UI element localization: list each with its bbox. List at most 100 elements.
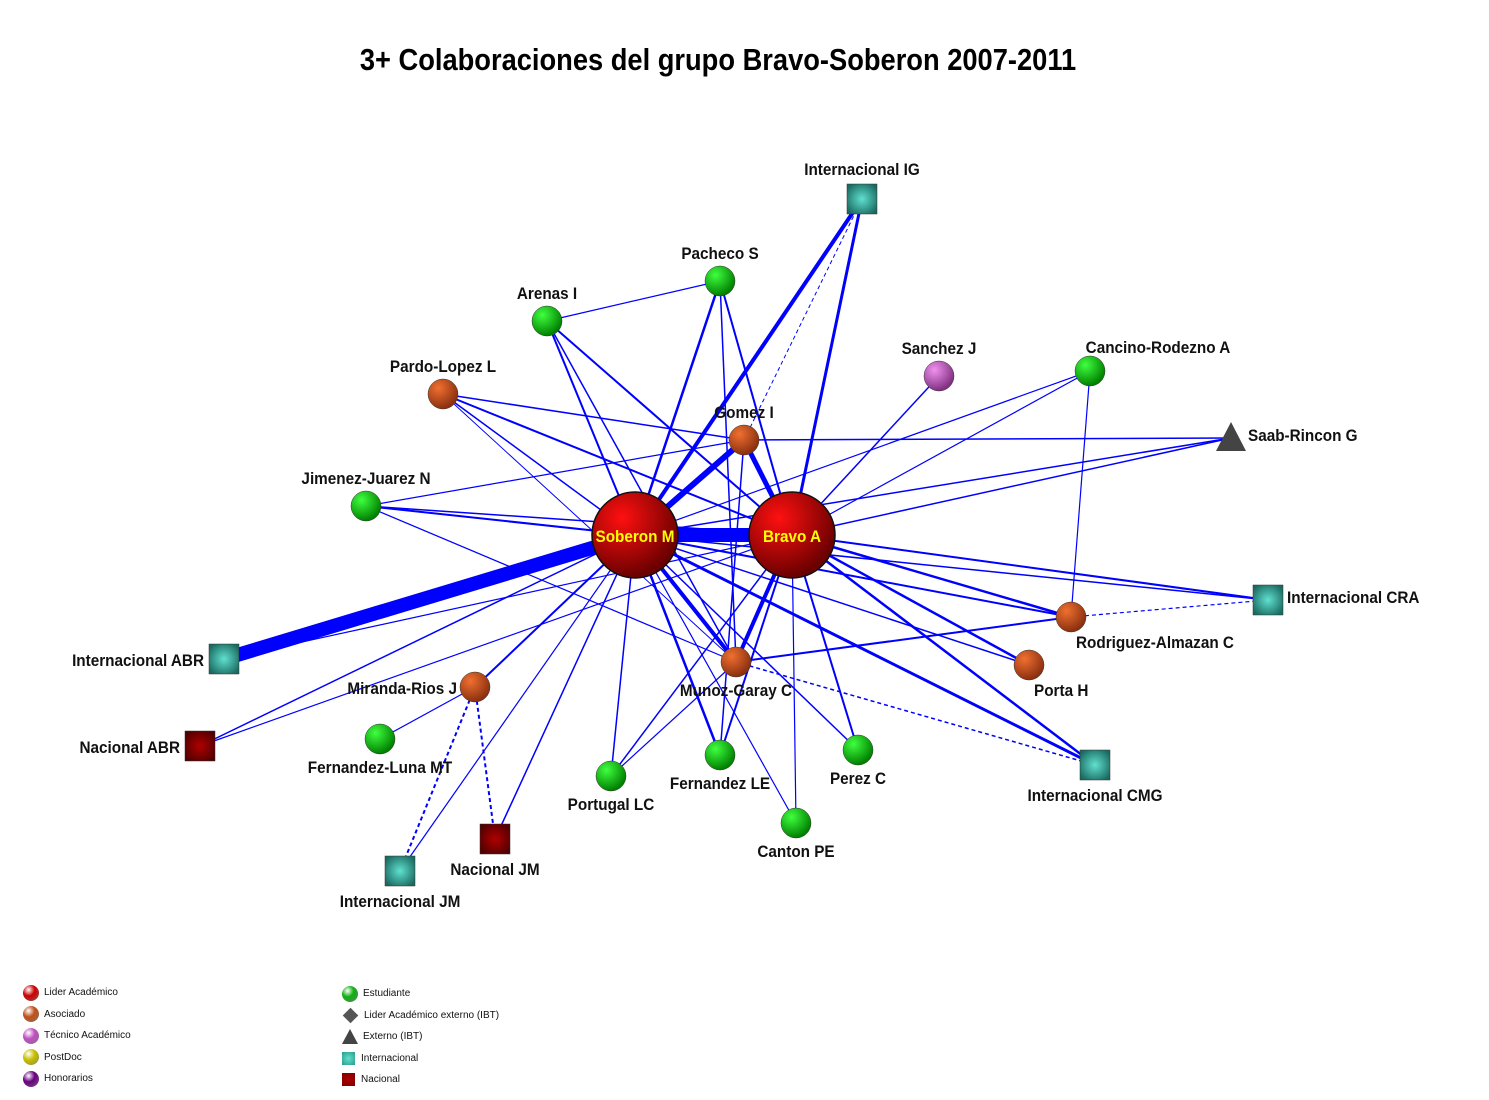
internacional-node-marker[interactable] (846, 183, 878, 215)
estudiante-node-marker[interactable] (595, 760, 627, 792)
edge-MR-NJM (474, 686, 496, 840)
node-label: Cancino-Rodezno A (1086, 338, 1231, 357)
internacional-node-marker[interactable] (1252, 584, 1284, 616)
node-saab-rincon-g[interactable]: Saab-Rincon G (1216, 422, 1358, 451)
lider-node-marker[interactable] (591, 491, 679, 579)
legend-label: PostDoc (44, 1051, 82, 1063)
node-canton-pe[interactable]: Canton PE (757, 807, 835, 861)
asociado-node-marker[interactable] (1055, 601, 1087, 633)
estudiante-node-marker[interactable] (531, 305, 563, 337)
node-internacional-ig[interactable]: Internacional IG (804, 160, 920, 215)
lider-node-marker[interactable] (748, 491, 836, 579)
node-fernandez-le[interactable]: Fernandez LE (670, 739, 770, 793)
edge-S-PC (634, 534, 859, 751)
legend-item-honorarios: Honorarios (23, 1068, 131, 1090)
legend-item-postdoc: PostDoc (23, 1047, 131, 1069)
node-fernandez-luna-mt[interactable]: Fernandez-Luna MT (308, 723, 452, 777)
edge-GI-SR (743, 437, 1232, 441)
asociado-node-marker[interactable] (1013, 649, 1045, 681)
edge-B-PLC (610, 534, 793, 777)
node-arenas-i[interactable]: Arenas I (517, 284, 577, 337)
node-rodriguez-almazan-c[interactable]: Rodriguez-Almazan C (1055, 601, 1234, 652)
node-label: Internacional ABR (72, 651, 204, 670)
externo-node-marker[interactable] (1216, 422, 1246, 451)
node-label: Pardo-Lopez L (390, 357, 496, 376)
node-internacional-jm[interactable]: Internacional JM (340, 855, 461, 911)
nacional-node-marker[interactable] (479, 823, 511, 855)
node-munoz-garay-c[interactable]: Munoz-Garay C (680, 646, 792, 700)
node-internacional-abr[interactable]: Internacional ABR (72, 643, 240, 675)
edge-B-RA (791, 533, 1072, 619)
edge-B-PH (791, 533, 1030, 667)
asociado-node-marker[interactable] (427, 378, 459, 410)
node-label: Internacional IG (804, 160, 920, 179)
node-label: Internacional JM (340, 892, 461, 911)
node-label: Perez C (830, 769, 886, 788)
node-label: Fernandez-Luna MT (308, 758, 452, 777)
node-jimenez-juarez-n[interactable]: Jimenez-Juarez N (301, 469, 431, 522)
internacional-legend-icon (342, 1051, 355, 1065)
node-cancino-rodezno-a[interactable]: Cancino-Rodezno A (1074, 338, 1231, 387)
legend-item-asociado: Asociado (23, 1004, 131, 1026)
estudiante-node-marker[interactable] (842, 734, 874, 766)
node-porta-h[interactable]: Porta H (1013, 649, 1088, 700)
edge-B-IG (790, 198, 864, 536)
legend-item-lider: Lider Académico (23, 982, 131, 1004)
node-pardo-lopez-l[interactable]: Pardo-Lopez L (390, 357, 496, 410)
edge-PL-B (442, 393, 793, 536)
node-label: Nacional ABR (79, 738, 180, 757)
node-miranda-rios-j[interactable]: Miranda-Rios J (347, 671, 491, 703)
node-nacional-jm[interactable]: Nacional JM (450, 823, 540, 879)
legend-label: Asociado (44, 1008, 86, 1020)
edge-S-IJM (399, 534, 636, 872)
edge-B-SR (791, 437, 1232, 536)
externo-diamond-legend-icon (342, 1007, 359, 1024)
estudiante-legend-icon (342, 985, 358, 1002)
legend-label: Nacional (361, 1074, 400, 1086)
legend-label: Estudiante (363, 988, 411, 1000)
estudiante-node-marker[interactable] (350, 490, 382, 522)
node-label: Saab-Rincon G (1248, 426, 1358, 445)
tecnico-node-marker[interactable] (923, 360, 955, 392)
nacional-node-marker[interactable] (184, 730, 216, 762)
node-label: Portugal LC (568, 795, 655, 814)
node-perez-c[interactable]: Perez C (830, 734, 886, 788)
asociado-node-marker[interactable] (459, 671, 491, 703)
node-internacional-cmg[interactable]: Internacional CMG (1027, 749, 1163, 805)
estudiante-node-marker[interactable] (364, 723, 396, 755)
legend-label: Técnico Académico (44, 1030, 131, 1042)
node-label: Rodriguez-Almazan C (1076, 633, 1234, 652)
edge-S-CPE (634, 534, 797, 824)
node-nacional-abr[interactable]: Nacional ABR (79, 730, 216, 762)
estudiante-node-marker[interactable] (704, 739, 736, 771)
edge-B-CMG (791, 534, 1096, 766)
internacional-node-marker[interactable] (208, 643, 240, 675)
internacional-node-marker[interactable] (1079, 749, 1111, 781)
node-bravo-a[interactable]: Bravo A (748, 491, 836, 579)
asociado-node-marker[interactable] (720, 646, 752, 678)
node-portugal-lc[interactable]: Portugal LC (568, 760, 655, 814)
tecnico-legend-icon (23, 1027, 39, 1044)
asociado-node-marker[interactable] (728, 424, 760, 456)
node-sanchez-j[interactable]: Sanchez J (902, 339, 977, 392)
node-label: Gomez I (714, 403, 773, 422)
edge-S-IG (633, 197, 864, 537)
nacional-legend-icon (342, 1073, 355, 1087)
node-soberon-m[interactable]: Soberon M (591, 491, 679, 579)
node-gomez-i[interactable]: Gomez I (714, 403, 774, 456)
edge-RA-CRA (1070, 599, 1269, 618)
estudiante-node-marker[interactable] (1074, 355, 1106, 387)
legend-label: Externo (IBT) (363, 1031, 423, 1043)
node-pacheco-s[interactable]: Pacheco S (681, 244, 759, 297)
legend-item-nacional: Nacional (342, 1069, 499, 1091)
edge-S-ABR (221, 528, 638, 666)
postdoc-legend-icon (23, 1049, 39, 1066)
estudiante-node-marker[interactable] (704, 265, 736, 297)
legend-label: Honorarios (44, 1073, 93, 1085)
edge-GI-IG (743, 198, 863, 441)
estudiante-node-marker[interactable] (780, 807, 812, 839)
internacional-node-marker[interactable] (384, 855, 416, 887)
node-internacional-cra[interactable]: Internacional CRA (1252, 584, 1420, 616)
edge-GI-FLE (719, 439, 745, 756)
